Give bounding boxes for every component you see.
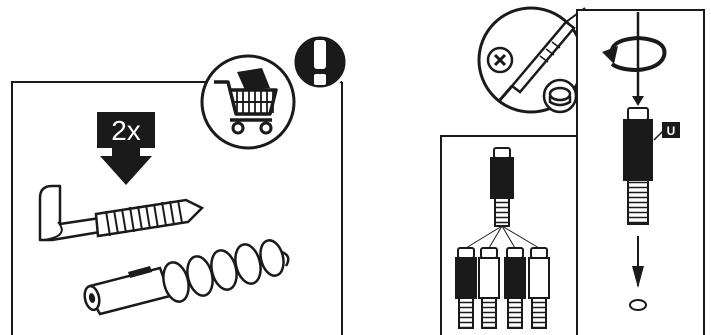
cam-marker-label: U: [667, 124, 676, 138]
phillips-head-icon: [488, 48, 512, 72]
cam-dowel-variant: [479, 248, 499, 328]
cam-dowel-variant: [505, 248, 525, 328]
cam-variants-panel: [441, 136, 577, 335]
tape-roll-icon: [544, 80, 576, 112]
screwdriver-badge: [479, 8, 585, 112]
hook-screw: [40, 186, 202, 240]
quantity-badge: 2x: [97, 112, 155, 185]
right-panel: U: [441, 8, 704, 335]
exclamation-icon: [293, 35, 347, 89]
left-panel: 2x: [12, 35, 347, 335]
quantity-label: 2x: [111, 115, 141, 146]
wall-plug: [83, 238, 289, 314]
cam-dowel-variant: [529, 248, 549, 328]
cam-dowel-variant: [456, 248, 476, 328]
shopping-cart-icon: [202, 56, 294, 148]
cam-dowel-top: [491, 148, 513, 226]
install-step-panel: U: [577, 10, 704, 335]
cam-dowel: [624, 108, 652, 224]
